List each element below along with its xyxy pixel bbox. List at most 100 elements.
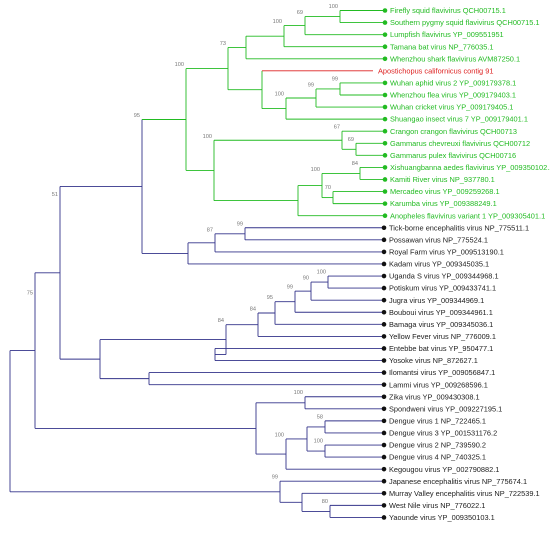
bootstrap-value: 100 <box>275 432 284 438</box>
leaf-node-dot <box>382 177 388 182</box>
bootstrap-value: 100 <box>329 4 338 10</box>
leaf-node-dot <box>382 56 388 62</box>
leaf-node-dot <box>382 20 388 25</box>
leaf-label: Anopheles flavivirus variant 1 YP_009305… <box>390 211 545 220</box>
leaf-node-dot <box>382 140 388 146</box>
leaf-node-dot <box>381 237 387 243</box>
leaf-label: Dengue virus 4 NP_740325.1 <box>389 453 486 462</box>
leaf-label: Lumpfish flavivirus YP_009551951 <box>390 30 504 39</box>
leaf-label: Dengue virus 2 NP_739590.2 <box>389 441 486 450</box>
leaf-label: Shuangao insect virus 7 YP_009179401.1 <box>390 115 528 124</box>
bootstrap-value: 84 <box>218 318 224 324</box>
bootstrap-value: 99 <box>287 285 293 291</box>
bootstrap-value: 99 <box>237 221 243 227</box>
leaf-label: Kamiti River virus NP_937780.1 <box>390 175 495 184</box>
leaf-node-dot <box>382 128 388 134</box>
leaf-node-dot <box>381 285 387 291</box>
leaf-label: Tick-borne encephalitis virus NP_775511.… <box>389 223 529 232</box>
leaf-node-dot <box>381 382 387 387</box>
leaf-node-dot <box>381 406 387 412</box>
leaf-label: Firefly squid flavivirus QCH00715.1 <box>390 6 506 15</box>
bootstrap-value: 100 <box>175 62 184 68</box>
leaf-label: Whenzhou shark flavivirus AVM87250.1 <box>390 54 520 63</box>
leaf-label: Yaounde virus YP_009350103.1 <box>389 513 495 522</box>
leaf-label: Jugra virus YP_009344969.1 <box>389 296 484 305</box>
leaf-node-dot <box>382 8 388 13</box>
bootstrap-value: 100 <box>311 167 320 173</box>
leaf-label: Japanese encephalitis virus NP_775674.1 <box>389 477 527 486</box>
bootstrap-value: 73 <box>220 41 226 47</box>
leaf-node-dot <box>381 297 387 303</box>
leaf-node-dot <box>381 454 387 460</box>
bootstrap-value: 75 <box>27 290 33 296</box>
tree-branches <box>9 10 385 518</box>
leaf-label: Mercadeo virus YP_009259268.1 <box>390 187 500 196</box>
leaf-label: Spondweni virus YP_009227195.1 <box>389 404 502 413</box>
leaf-label: West Nile virus NP_776022.1 <box>389 501 485 510</box>
leaf-node-dot <box>382 165 388 170</box>
bootstrap-value: 70 <box>325 185 331 191</box>
leaf-node-dot <box>382 201 388 206</box>
bootstrap-value: 51 <box>52 192 58 198</box>
bootstrap-value: 80 <box>322 499 328 505</box>
leaf-label: Gammarus pulex flavivirus QCH00716 <box>390 151 516 160</box>
leaf-label: Southern pygmy squid flavivirus QCH00715… <box>390 18 540 27</box>
leaf-label: Yellow Fever virus NP_776009.1 <box>389 332 496 341</box>
bootstrap-value: 69 <box>297 10 303 16</box>
leaf-label: Yosoke virus NP_872627.1 <box>389 356 478 365</box>
leaf-label: Kadam virus YP_009345035.1 <box>389 260 489 269</box>
leaf-label: Kegougou virus YP_002790882.1 <box>389 465 499 474</box>
leaf-nodes: Firefly squid flavivirus QCH00715.1South… <box>378 6 550 522</box>
leaf-node-dot <box>381 503 387 508</box>
bootstrap-value: 69 <box>348 137 354 143</box>
bootstrap-value: 87 <box>207 227 213 233</box>
leaf-node-dot <box>382 153 388 158</box>
leaf-node-dot <box>381 418 387 424</box>
leaf-node-dot <box>381 442 387 448</box>
leaf-label: Zika virus YP_009430308.1 <box>389 392 480 401</box>
leaf-node-dot <box>381 249 387 255</box>
leaf-node-dot <box>381 309 387 315</box>
leaf-node-dot <box>382 80 388 86</box>
leaf-label: Bamaga virus YP_009345036.1 <box>389 320 493 329</box>
bootstrap-value: 99 <box>308 82 314 88</box>
bootstrap-value: 100 <box>275 92 284 98</box>
leaf-node-dot <box>381 515 387 520</box>
leaf-label: Lammi virus YP_009268596.1 <box>389 380 488 389</box>
bootstrap-labels: 100 69 100 99 99 100 73 69 67 84 70 100 100 100 99 87 95… <box>27 4 358 505</box>
leaf-label: Dengue virus 1 NP_722465.1 <box>389 416 486 425</box>
leaf-node-dot <box>382 213 388 218</box>
leaf-node-dot <box>382 116 388 122</box>
leaf-label: Karumba virus YP_009388249.1 <box>390 199 497 208</box>
leaf-node-dot <box>381 334 387 339</box>
leaf-node-dot <box>381 491 387 496</box>
leaf-label: Murray Valley encephalitis virus NP_7225… <box>389 489 540 498</box>
bootstrap-value: 100 <box>317 270 326 276</box>
leaf-node-dot <box>381 466 387 472</box>
leaf-node-dot <box>381 358 387 363</box>
bootstrap-value: 95 <box>134 113 140 119</box>
leaf-label: Tamana bat virus NP_776035.1 <box>390 42 494 51</box>
bootstrap-value: 67 <box>334 125 340 131</box>
leaf-node-dot <box>381 478 387 484</box>
bootstrap-value: 100 <box>314 439 323 445</box>
leaf-label: Uganda S virus YP_009344968.1 <box>389 272 499 281</box>
leaf-label: Ilomantsi virus YP_009056847.1 <box>389 368 495 377</box>
leaf-label: Entebbe bat virus YP_950477.1 <box>389 344 493 353</box>
leaf-label: Potiskum virus YP_009433741.1 <box>389 284 496 293</box>
leaf-node-dot <box>381 394 387 400</box>
bootstrap-value: 100 <box>294 390 303 396</box>
leaf-label: Royal Farm virus YP_009513190.1 <box>389 248 504 257</box>
leaf-label: Wuhan aphid virus 2 YP_009179378.1 <box>390 79 516 88</box>
leaf-label: Gammarus chevreuxi flavivirus QCH00712 <box>390 139 530 148</box>
leaf-node-dot <box>381 225 387 231</box>
bootstrap-value: 95 <box>267 295 273 301</box>
leaf-label: Wuhan cricket virus YP_009179405.1 <box>390 103 513 112</box>
leaf-node-dot <box>382 32 388 37</box>
bootstrap-value: 84 <box>250 307 256 313</box>
leaf-node-dot <box>382 104 388 110</box>
leaf-node-dot <box>381 273 387 279</box>
leaf-label: Possawan virus NP_775524.1 <box>389 235 488 244</box>
leaf-node-dot <box>381 261 387 267</box>
bootstrap-value: 58 <box>317 414 323 420</box>
